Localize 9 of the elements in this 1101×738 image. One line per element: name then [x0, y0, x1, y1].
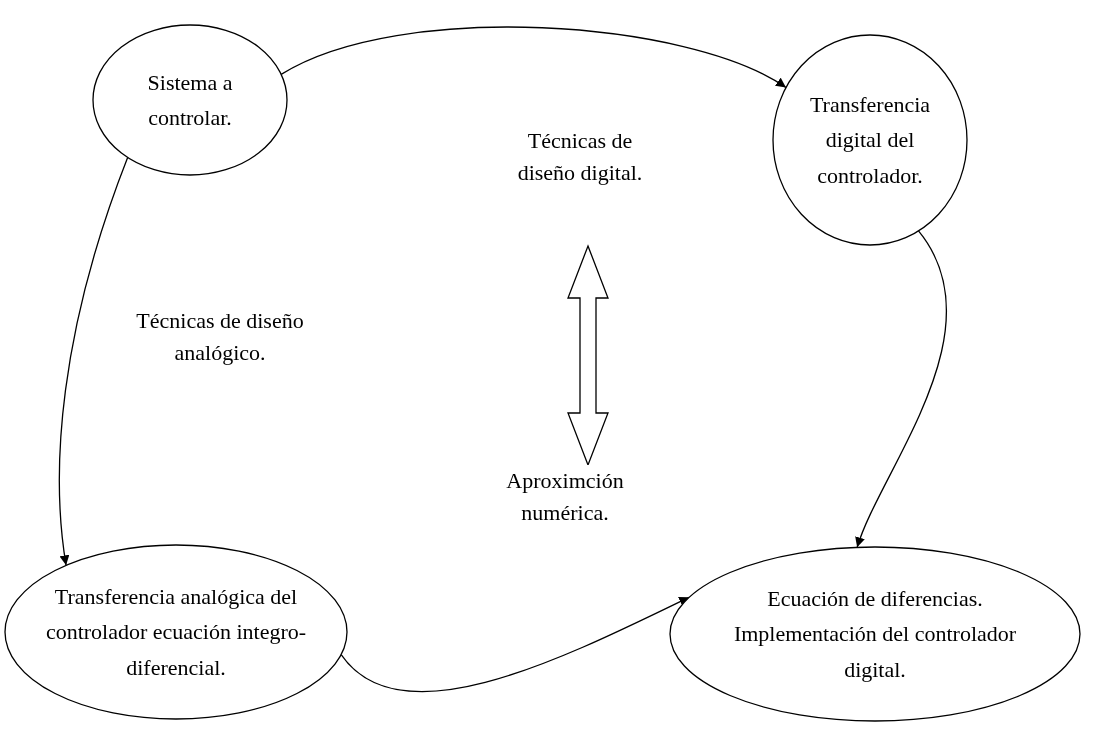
arrow: [280, 26, 787, 89]
arrow: [855, 230, 948, 548]
node-text: Ecuación de diferencias.: [767, 585, 983, 614]
arrow: [58, 156, 129, 566]
arrow: [340, 596, 690, 693]
node-text: Sistema a controlar.: [146, 68, 234, 132]
node-text: Implementación del controlador digital.: [732, 620, 1018, 684]
node-text: Transferencia analógica del controlador ecuación integro-diferencial.: [44, 583, 308, 682]
node-text: Transferencia digital del controlador.: [808, 91, 932, 190]
